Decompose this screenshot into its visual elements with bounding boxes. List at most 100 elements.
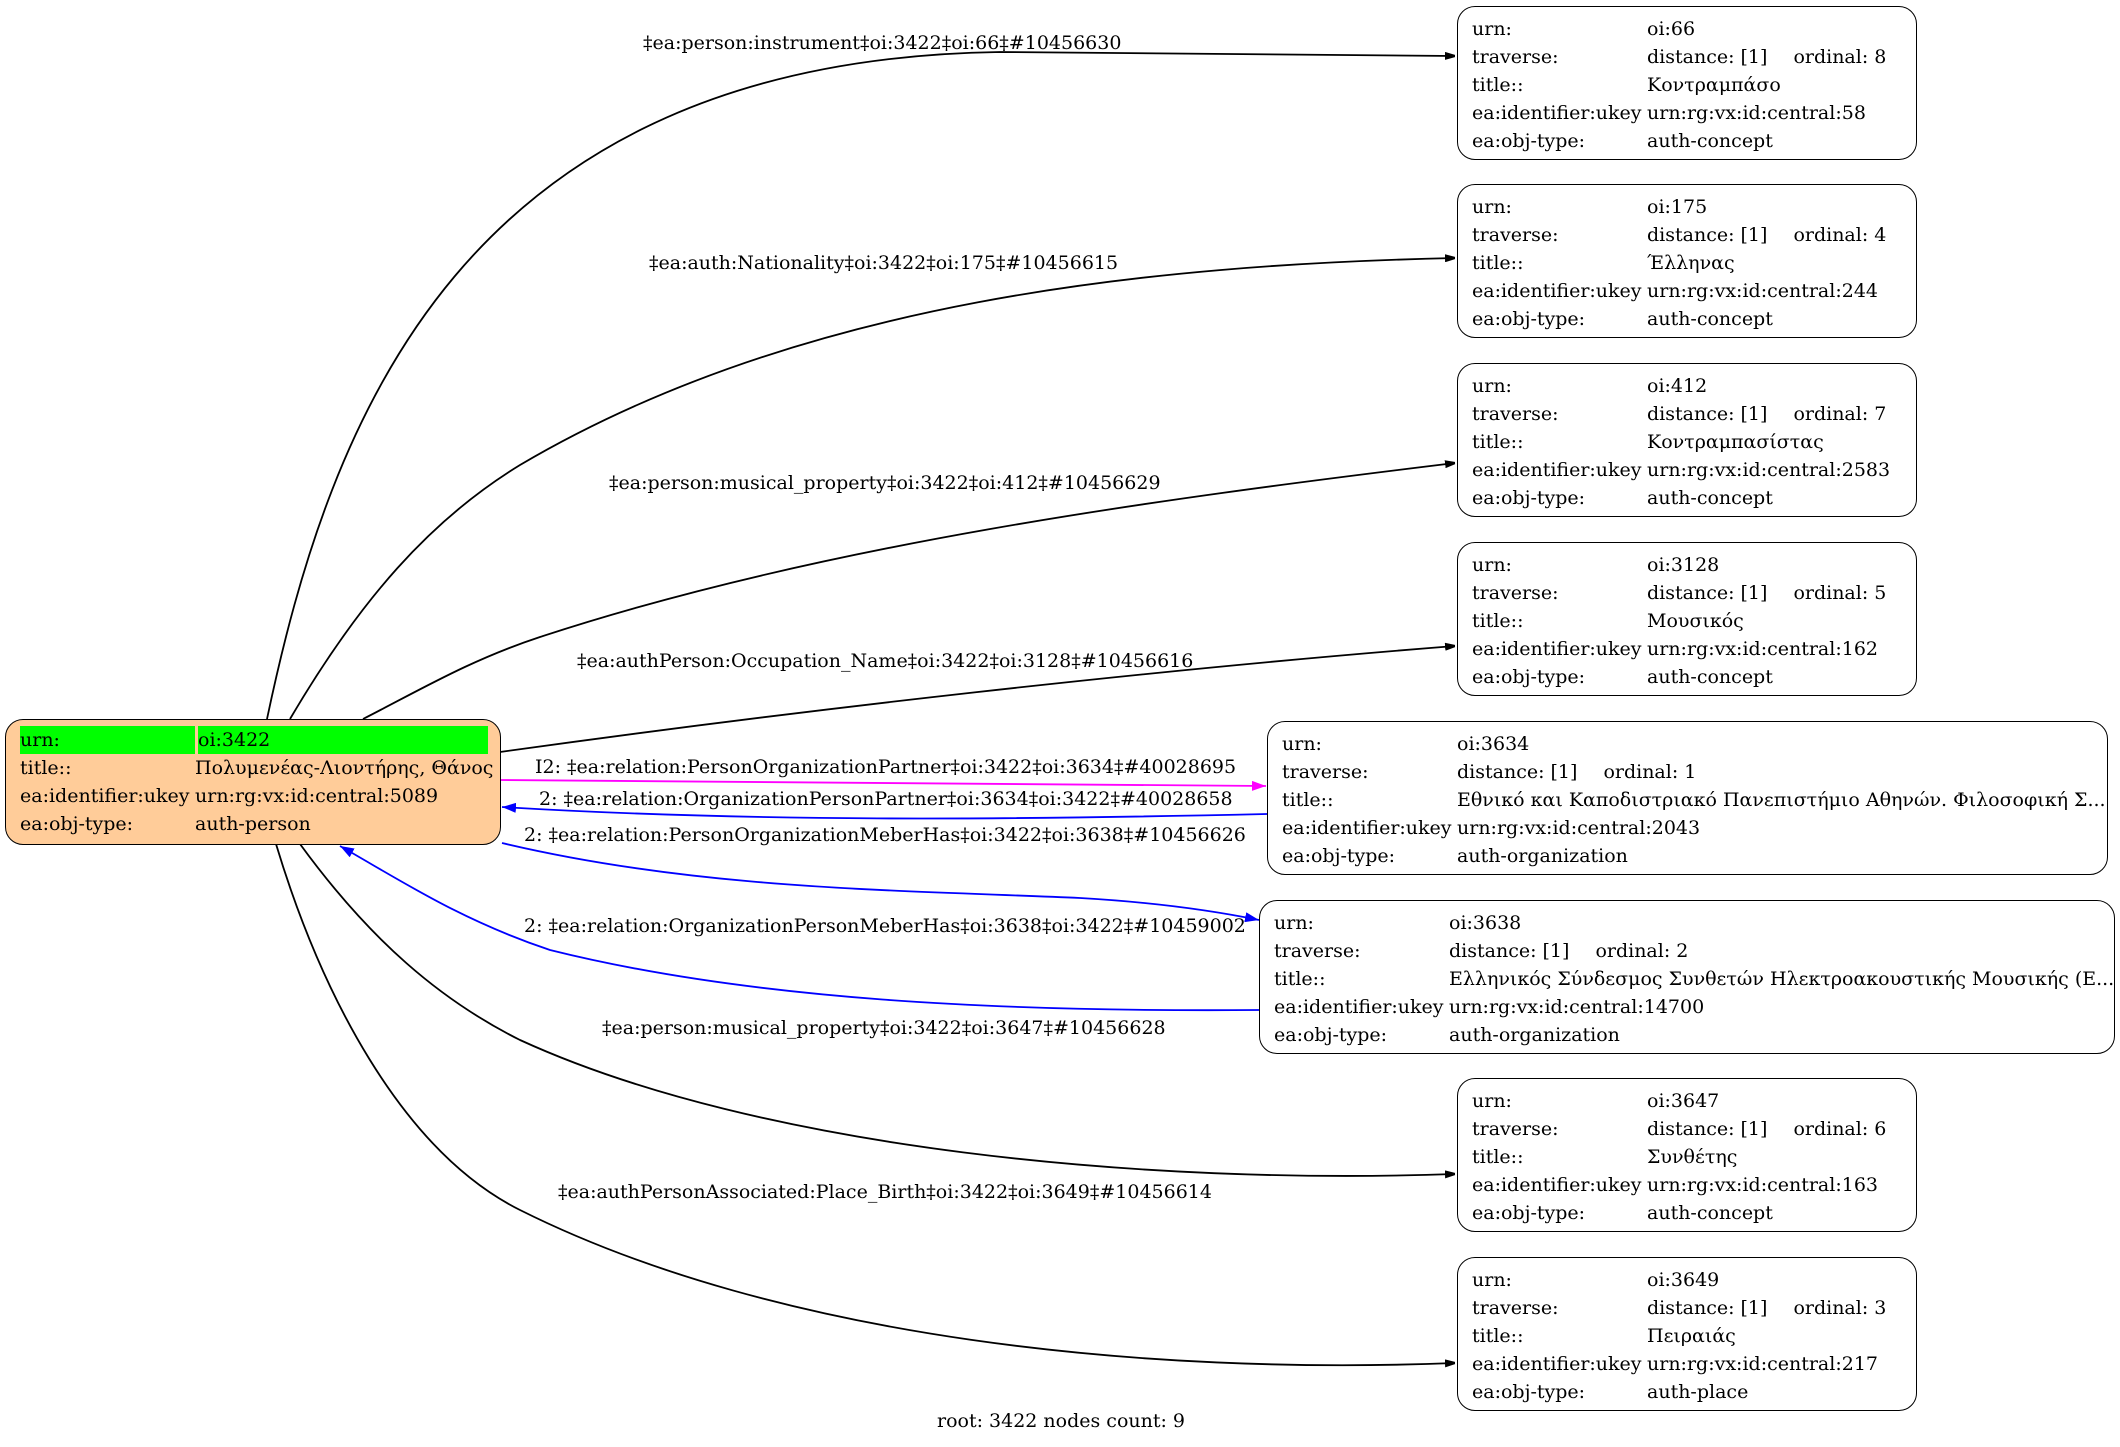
node-row: title::Έλληνας xyxy=(1472,249,1904,277)
edge-nationality xyxy=(289,258,1455,720)
traverse-value: distance: [1] ordinal: 4 xyxy=(1647,221,1904,249)
field-label: title:: xyxy=(1282,789,1334,811)
title-value: Εθνικό και Καποδιστριακό Πανεπιστήμιο Αθ… xyxy=(1457,789,2106,811)
field-label: ea:obj-type: xyxy=(1472,130,1586,152)
distance-value: distance: [1] xyxy=(1647,582,1768,604)
node-row: traverse:distance: [1]ordinal: 5 xyxy=(1472,579,1904,607)
root-type-row: ea:obj-type: auth-person xyxy=(20,810,488,838)
field-label: ea:obj-type: xyxy=(1472,308,1586,330)
node-row: traverse:distance: [1]ordinal: 3 xyxy=(1472,1294,1904,1322)
field-label: traverse: xyxy=(1472,46,1559,68)
root-title-value: Πολυμενέας-Λιοντήρης, Θάνος xyxy=(195,757,494,779)
type-value: auth-organization xyxy=(1457,845,1628,867)
field-label: ea:obj-type: xyxy=(20,813,134,835)
edge-musical-property-3647 xyxy=(299,843,1455,1176)
type-value: auth-concept xyxy=(1647,487,1773,509)
title-value: Κοντραμπασίστας xyxy=(1647,431,1824,453)
type-value: auth-concept xyxy=(1647,1202,1773,1224)
ukey-value: urn:rg:vx:id:central:217 xyxy=(1647,1353,1879,1375)
urn-value: oi:3647 xyxy=(1647,1090,1720,1112)
field-label: ea:obj-type: xyxy=(1274,1024,1388,1046)
field-label: urn: xyxy=(1472,375,1512,397)
ordinal-value: ordinal: 4 xyxy=(1793,224,1887,246)
node-row: urn:oi:3649 xyxy=(1472,1266,1904,1294)
node-row: urn:oi:3647 xyxy=(1472,1087,1904,1115)
edge-label: ‡ea:authPersonAssociated:Place_Birth‡oi:… xyxy=(558,1181,1212,1203)
field-label: ea:obj-type: xyxy=(1472,666,1586,688)
ordinal-value: ordinal: 2 xyxy=(1595,940,1689,962)
field-label: title:: xyxy=(1472,1146,1524,1168)
type-value: auth-concept xyxy=(1647,308,1773,330)
field-label: traverse: xyxy=(1274,940,1361,962)
node-row: traverse:distance: [1]ordinal: 4 xyxy=(1472,221,1904,249)
field-label: urn: xyxy=(1472,18,1512,40)
field-label: urn: xyxy=(1282,733,1322,755)
title-value: Συνθέτης xyxy=(1647,1146,1738,1168)
root-urn-row: urn: oi:3422 xyxy=(20,726,488,754)
field-label: urn: xyxy=(1472,1269,1512,1291)
field-label: urn: xyxy=(1472,554,1512,576)
node-row: title::Κοντραμπάσο xyxy=(1472,71,1904,99)
traverse-value: distance: [1]ordinal: 2 xyxy=(1449,937,2102,965)
field-label: ea:identifier:ukey xyxy=(1472,102,1642,124)
field-label: ea:identifier:ukey xyxy=(1472,280,1642,302)
field-label: traverse: xyxy=(1472,1118,1559,1140)
node-row: traverse:distance: [1]ordinal: 1 xyxy=(1282,758,2095,786)
traverse-value: distance: [1]ordinal: 3 xyxy=(1647,1294,1904,1322)
ukey-value: urn:rg:vx:id:central:58 xyxy=(1647,102,1866,124)
edge-label: 2: ‡ea:relation:PersonOrganizationMeberH… xyxy=(524,824,1246,846)
field-label: ea:identifier:ukey xyxy=(1472,1353,1642,1375)
edge-label: ‡ea:person:musical_property‡oi:3422‡oi:3… xyxy=(602,1017,1166,1039)
edge-label: ‡ea:person:instrument‡oi:3422‡oi:66‡#104… xyxy=(643,32,1122,54)
field-label: title:: xyxy=(20,757,72,779)
ordinal-value: ordinal: 1 xyxy=(1603,761,1697,783)
root-type-value: auth-person xyxy=(195,813,311,835)
distance-value: distance: [1] xyxy=(1647,46,1768,68)
node-oi-3647[interactable]: urn:oi:3647 traverse: distance: [1] ordinal… xyxy=(1457,1078,1917,1232)
type-value: auth-organization xyxy=(1449,1024,1620,1046)
title-value: Έλληνας xyxy=(1647,252,1735,274)
field-label: traverse: xyxy=(1472,582,1559,604)
urn-value: oi:66 xyxy=(1647,18,1696,40)
title-value: Ελληνικός Σύνδεσμος Συνθετών Ηλεκτροακου… xyxy=(1449,968,2115,990)
ukey-value: urn:rg:vx:id:central:2043 xyxy=(1457,817,1701,839)
root-urn-value: oi:3422 xyxy=(198,726,488,754)
distance-value: distance: [1] xyxy=(1647,1118,1768,1140)
node-row: ea:obj-type:auth-concept xyxy=(1472,1199,1904,1227)
ukey-value: urn:rg:vx:id:central:244 xyxy=(1647,280,1879,302)
edge-label: 2: ‡ea:relation:OrganizationPersonMeberH… xyxy=(524,915,1246,937)
node-row: title::Συνθέτης xyxy=(1472,1143,1904,1171)
distance-value: distance: [1] xyxy=(1647,224,1768,246)
ukey-value: urn:rg:vx:id:central:162 xyxy=(1647,638,1879,660)
title-value: Κοντραμπάσο xyxy=(1647,74,1781,96)
root-node[interactable]: urn: oi:3422 title:: Πολυμενέας-Λιοντήρη… xyxy=(5,719,501,845)
field-label: ea:obj-type: xyxy=(1472,487,1586,509)
field-label: title:: xyxy=(1472,252,1524,274)
node-row: urn:oi:175 xyxy=(1472,193,1904,221)
edge-instrument xyxy=(266,51,1455,720)
edge-org-person-meberhas xyxy=(339,845,1260,1012)
distance-value: distance: [1] xyxy=(1647,403,1768,425)
ordinal-value: ordinal: 6 xyxy=(1793,1118,1887,1140)
field-label: ea:identifier:ukey xyxy=(1472,459,1642,481)
field-label: title:: xyxy=(1472,610,1524,632)
type-value: auth-concept xyxy=(1647,666,1773,688)
root-title-row: title:: Πολυμενέας-Λιοντήρης, Θάνος xyxy=(20,754,493,782)
node-row: ea:obj-type: auth-organization xyxy=(1274,1021,2102,1049)
edge-occupation xyxy=(499,646,1455,753)
urn-value: oi:175 xyxy=(1647,196,1708,218)
field-label: ea:obj-type: xyxy=(1472,1381,1586,1403)
ordinal-value: ordinal: 3 xyxy=(1793,1297,1887,1319)
node-row: urn:oi:3128 xyxy=(1472,551,1904,579)
field-label: urn: xyxy=(1274,912,1314,934)
node-row: ea:obj-type:auth-concept xyxy=(1472,127,1904,155)
